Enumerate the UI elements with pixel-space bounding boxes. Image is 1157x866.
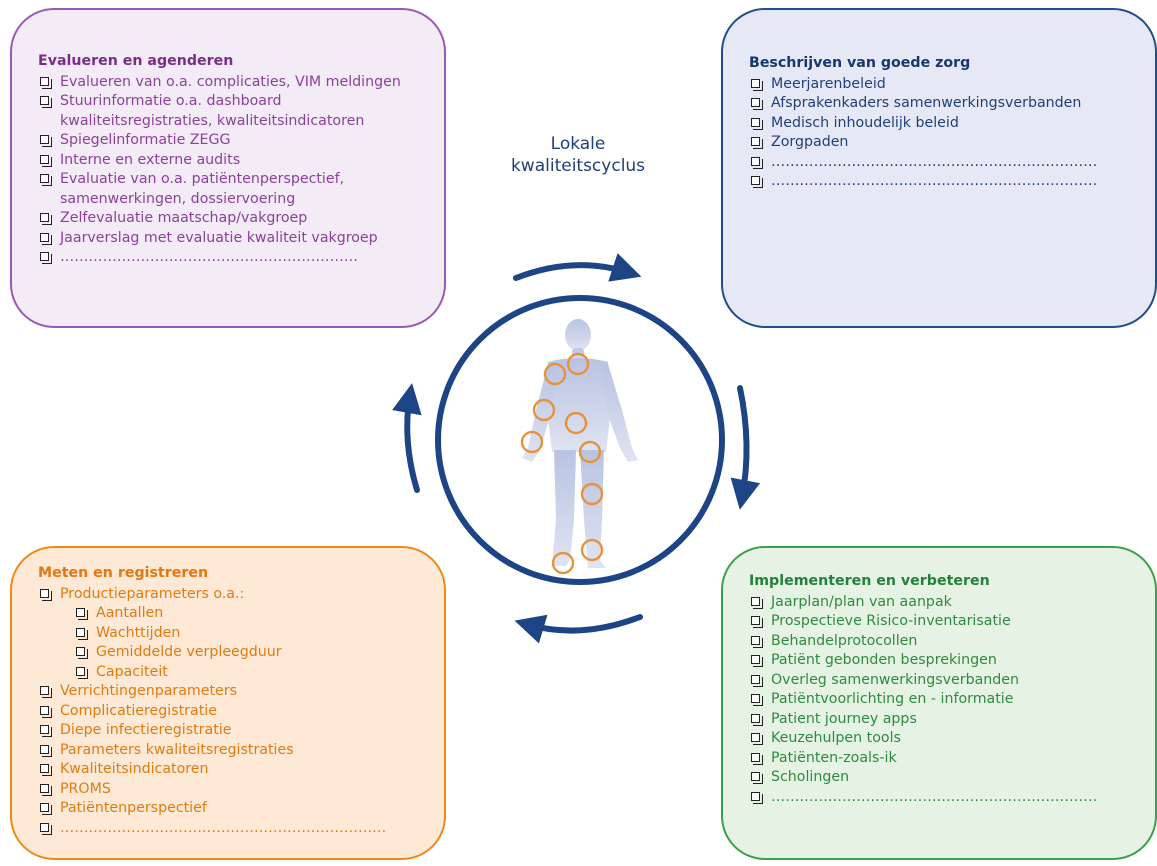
- list-item: ………………………………………………………: [38, 248, 438, 268]
- checkbox-icon: [40, 705, 52, 718]
- checkbox-icon: [751, 635, 763, 648]
- list-item: Patiënt gebonden besprekingen: [749, 651, 1149, 671]
- list-item: Evaluatie van o.a. patiëntenperspectief,…: [38, 170, 438, 209]
- list-item: ……………………………………………………………: [38, 819, 438, 839]
- checkbox-icon: [40, 174, 52, 186]
- list-item: Jaarplan/plan van aanpak: [749, 593, 1149, 613]
- list-item: Prospectieve Risico-inventarisatie: [749, 612, 1149, 632]
- checkbox-icon: [40, 252, 52, 264]
- arrow-top: [513, 253, 642, 282]
- checkbox-icon: [40, 803, 52, 815]
- list-item: ……………………………………………………………: [749, 788, 1149, 808]
- list-item: Afsprakenkaders samenwerkingsverbanden: [749, 94, 1149, 114]
- list-item: Meerjarenbeleid: [749, 75, 1149, 95]
- list-item: Parameters kwaliteitsregistraties: [38, 741, 438, 761]
- checkbox-icon: [40, 744, 52, 757]
- list-item: Diepe infectieregistratie: [38, 721, 438, 741]
- list-item: Keuzehulpen tools: [749, 729, 1149, 749]
- box-evaluate: Evalueren en agenderen Evalueren van o.a…: [10, 8, 446, 328]
- list-item: Productieparameters o.a.:: [38, 585, 438, 605]
- checkbox-icon: [76, 608, 88, 620]
- list-subitem: Wachttijden: [74, 624, 438, 644]
- list-item: Spiegelinformatie ZEGG: [38, 131, 438, 151]
- joint-markers: [520, 352, 604, 575]
- list-item: Stuurinformatie o.a. dashboard kwaliteit…: [38, 92, 438, 131]
- arrow-bottom: [514, 614, 643, 644]
- checkbox-icon: [40, 213, 52, 225]
- checkbox-icon: [751, 117, 763, 130]
- list-item: Patiëntenperspectief: [38, 799, 438, 819]
- box-measure: Meten en registreren Productieparameters…: [10, 546, 446, 860]
- checkbox-icon: [40, 822, 52, 835]
- list-item: Evalueren van o.a. complicaties, VIM mel…: [38, 73, 438, 93]
- checkbox-icon: [76, 627, 88, 640]
- box-describe: Beschrijven van goede zorg Meerjarenbele…: [721, 8, 1157, 328]
- checkbox-icon: [751, 694, 763, 706]
- checkbox-icon: [751, 137, 763, 149]
- list-item: Verrichtingenparameters: [38, 682, 438, 702]
- checkbox-icon: [40, 725, 52, 737]
- checkbox-icon: [751, 98, 763, 110]
- checkbox-icon: [40, 76, 52, 89]
- cycle-title-line1: Lokale: [550, 134, 606, 154]
- checkbox-icon: [751, 752, 763, 765]
- list-item: Interne en externe audits: [38, 151, 438, 171]
- checkbox-icon: [751, 713, 763, 726]
- cycle-title: Lokale kwaliteitscyclus: [478, 133, 678, 177]
- list-item: Patiënten-zoals-ik: [749, 749, 1149, 769]
- checkbox-icon: [751, 733, 763, 745]
- list-item: Patient journey apps: [749, 710, 1149, 730]
- list-item: Scholingen: [749, 768, 1149, 788]
- list-item: Zorgpaden: [749, 133, 1149, 153]
- body-silhouette: [522, 319, 638, 568]
- box-measure-title: Meten en registreren: [38, 565, 209, 581]
- cycle-title-line2: kwaliteitscyclus: [510, 156, 646, 176]
- box-implement: Implementeren en verbeteren Jaarplan/pla…: [721, 546, 1157, 860]
- checkbox-icon: [40, 154, 52, 167]
- checkbox-icon: [40, 96, 52, 108]
- list-item: Zelfevaluatie maatschap/vakgroep: [38, 209, 438, 229]
- arrow-right: [730, 385, 761, 510]
- checkbox-icon: [40, 783, 52, 796]
- checkbox-icon: [76, 647, 88, 659]
- arrow-left: [392, 383, 422, 493]
- checkbox-icon: [751, 176, 763, 188]
- list-item: Overleg samenwerkingsverbanden: [749, 671, 1149, 691]
- list-item: Medisch inhoudelijk beleid: [749, 114, 1149, 134]
- box-evaluate-title: Evalueren en agenderen: [38, 53, 234, 69]
- list-subitem: Gemiddelde verpleegduur: [74, 643, 438, 663]
- list-item: Jaarverslag met evaluatie kwaliteit vakg…: [38, 229, 438, 249]
- list-item: Behandelprotocollen: [749, 632, 1149, 652]
- checkbox-icon: [751, 772, 763, 784]
- checkbox-icon: [751, 596, 763, 609]
- checkbox-icon: [751, 655, 763, 667]
- checkbox-icon: [751, 156, 763, 169]
- checkbox-icon: [751, 616, 763, 628]
- checkbox-icon: [76, 666, 88, 679]
- list-item: ……………………………………………………………: [749, 153, 1149, 173]
- checkbox-icon: [751, 674, 763, 687]
- box-describe-title: Beschrijven van goede zorg: [749, 55, 971, 71]
- checkbox-icon: [751, 78, 763, 91]
- list-item: Complicatieregistratie: [38, 702, 438, 722]
- cycle-arrows: [392, 253, 761, 644]
- checkbox-icon: [40, 135, 52, 147]
- box-implement-title: Implementeren en verbeteren: [749, 573, 990, 589]
- list-item: Kwaliteitsindicatoren: [38, 760, 438, 780]
- list-item: Patiëntvoorlichting en - informatie: [749, 690, 1149, 710]
- checkbox-icon: [40, 588, 52, 601]
- list-subitem: Aantallen: [74, 604, 438, 624]
- list-subitem: Capaciteit: [74, 663, 438, 683]
- list-item: ……………………………………………………………: [749, 172, 1149, 192]
- checkbox-icon: [40, 232, 52, 245]
- checkbox-icon: [40, 764, 52, 776]
- list-item: PROMS: [38, 780, 438, 800]
- checkbox-icon: [40, 686, 52, 698]
- checkbox-icon: [751, 791, 763, 804]
